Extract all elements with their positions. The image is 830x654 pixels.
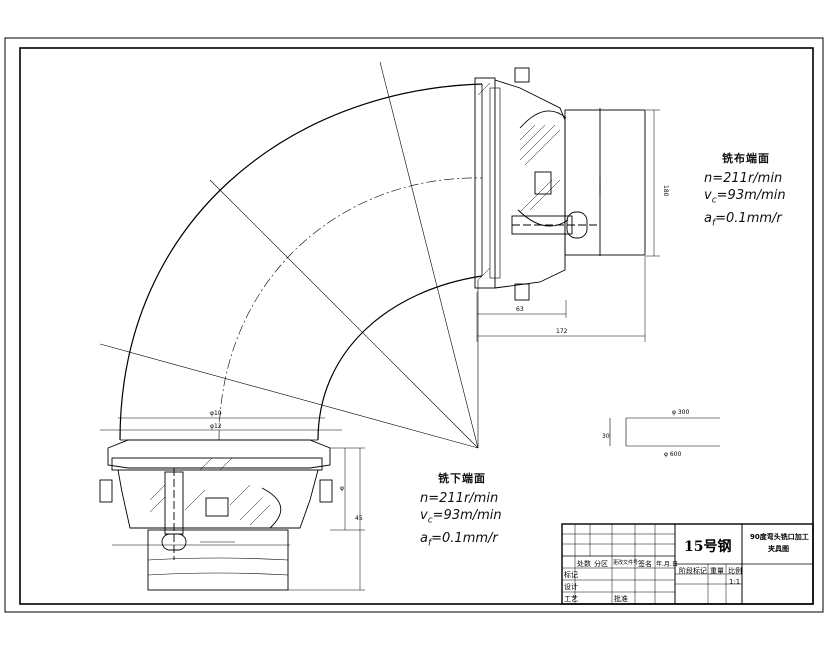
dim-bottom-width-b: φ12 — [210, 423, 222, 430]
vc-sub: c — [427, 515, 433, 526]
approve-label: 批准 — [614, 595, 628, 603]
inner-border — [19, 47, 814, 605]
stage-label: 阶段标记 — [679, 567, 707, 575]
params-bottom-feed: af=0.1mm/r — [420, 530, 502, 553]
title-material: 15号钢 — [684, 539, 732, 555]
params-bottom-velocity: vc=93m/min — [420, 507, 502, 530]
detail-sketch — [609, 417, 720, 447]
top-dimensions — [476, 109, 660, 342]
dim-detail-bottom: φ 600 — [664, 451, 682, 458]
dim-top-short: 63 — [516, 306, 524, 313]
row-label-3: 工艺 — [564, 595, 578, 603]
header-cell-1: 分区 — [594, 560, 608, 568]
elbow-pipe — [119, 83, 483, 441]
dim-top-long: 172 — [556, 328, 568, 335]
params-bottom-speed: n=211r/min — [420, 491, 499, 506]
title-line2: 夹具图 — [768, 545, 789, 553]
header-cell-2: 更改文件号 — [613, 560, 639, 566]
params-top-feed: af=0.1mm/r — [704, 210, 786, 233]
scale-value: 1:1 — [729, 578, 741, 586]
af-value: =0.1mm/r — [715, 210, 782, 226]
elbow-center-arc — [218, 177, 483, 441]
bottom-fixture — [99, 417, 342, 591]
vc-symbol: v — [420, 508, 428, 523]
row-label-1: 设计 — [564, 583, 578, 591]
af-symbol: a — [704, 210, 712, 226]
af-value: =0.1mm/r — [431, 530, 498, 546]
vc-value: =93m/min — [716, 188, 786, 203]
bottom-dimensions — [112, 447, 365, 591]
header-cell-0: 处数 — [577, 560, 591, 568]
top-fixture-hatching — [477, 82, 561, 281]
header-cell-3: 签名 — [638, 560, 652, 568]
bottom-fixture-hatching — [149, 457, 271, 526]
top-fixture — [474, 67, 646, 301]
elbow-inner-arc — [317, 275, 483, 441]
dim-right-height: 180 — [662, 185, 669, 197]
title-block-grid — [561, 523, 814, 605]
params-top-velocity: vc=93m/min — [704, 187, 786, 210]
elbow-outer-arc — [119, 83, 483, 441]
vc-symbol: v — [704, 188, 712, 203]
dim-detail-top: φ 300 — [672, 409, 690, 416]
header-cell-4: 年.月.日 — [656, 561, 678, 568]
row-label-0: 标记 — [564, 571, 578, 579]
title-line1: 90度弯头铣口加工 — [750, 533, 809, 541]
dim-detail-left: 30 — [602, 433, 610, 440]
af-sub: f — [711, 218, 716, 229]
dim-bottom-height-a: φ — [340, 485, 344, 492]
cutting-params-bottom: 铣下端面 n=211r/min vc=93m/min af=0.1mm/r — [420, 470, 502, 552]
dim-bottom-width-a: φ10 — [210, 410, 222, 417]
af-symbol: a — [420, 530, 428, 546]
params-top-speed: n=211r/min — [704, 171, 783, 186]
vc-sub: c — [711, 195, 717, 206]
cutting-params-top: 铣布端面 n=211r/min vc=93m/min af=0.1mm/r — [704, 150, 786, 232]
params-top-heading: 铣布端面 — [722, 152, 770, 165]
scale-label: 比例 — [728, 567, 742, 575]
construction-lines — [99, 61, 479, 449]
dim-bottom-height-b: 45 — [355, 515, 363, 522]
af-sub: f — [427, 538, 432, 549]
vc-value: =93m/min — [432, 508, 502, 523]
weight-label: 重量 — [710, 567, 724, 575]
params-bottom-heading: 铣下端面 — [438, 472, 486, 485]
outer-border — [4, 37, 824, 613]
